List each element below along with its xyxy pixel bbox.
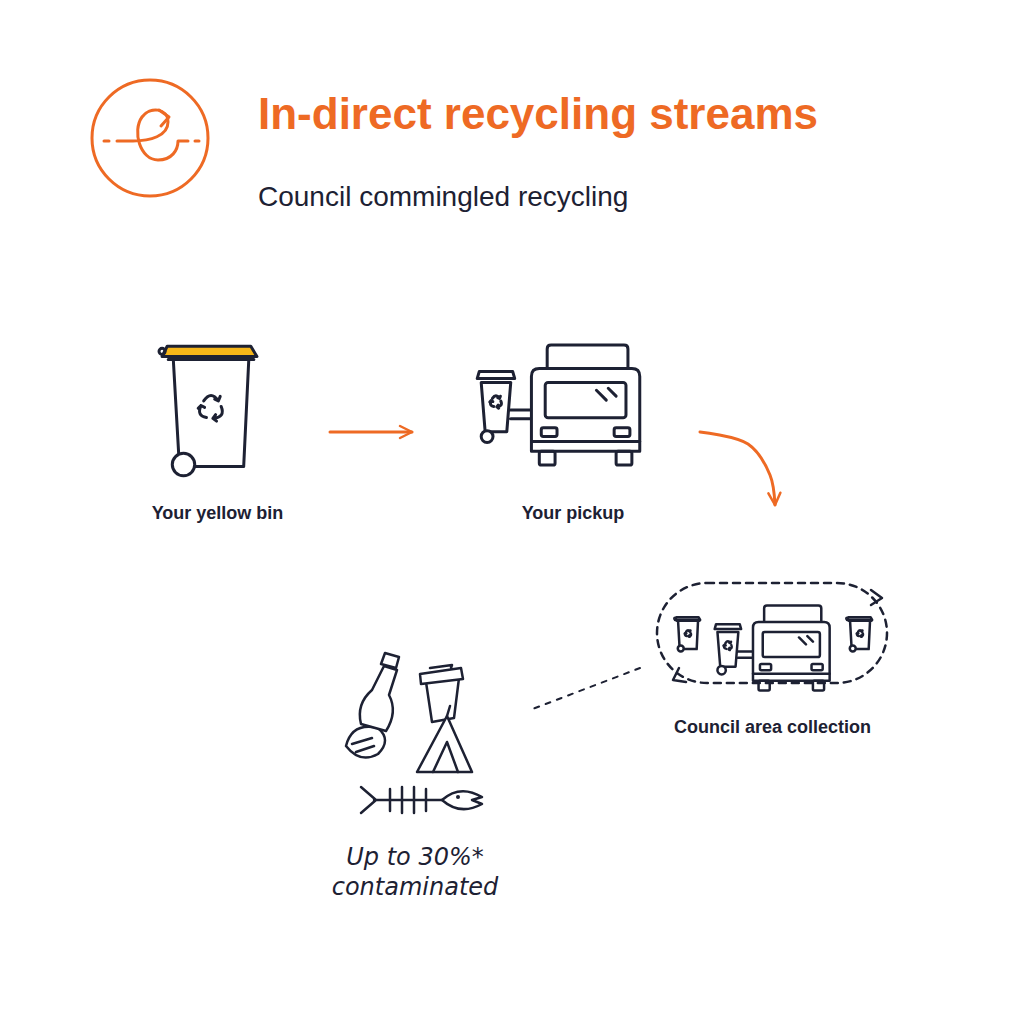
node-label: Your yellow bin <box>152 502 284 524</box>
node-label: Your pickup <box>522 502 625 524</box>
pickup-node: Your pickup <box>412 335 700 530</box>
bin-node: Your yellow bin <box>105 335 330 530</box>
node-label: Council area collection <box>674 716 871 738</box>
contamination-illustration <box>346 653 482 813</box>
small-bin-icon <box>674 617 700 651</box>
pickup-truck-icon <box>477 345 640 465</box>
flow-arrow <box>330 431 412 434</box>
node-label: Up to 30%* contaminated <box>320 842 510 902</box>
small-bin-icon <box>846 617 872 651</box>
recycle-logo <box>92 80 208 196</box>
title-text: In-direct recycling streams <box>258 88 818 140</box>
contamination-node: Up to 30%* contaminated <box>300 640 530 912</box>
flow-arrow <box>700 432 775 505</box>
collection-node: Council area collection <box>640 505 905 750</box>
subtitle-text: Council commingled recycling <box>258 180 628 214</box>
dashed-connector <box>530 668 640 710</box>
yellow-bin-icon <box>159 346 257 476</box>
collection-truck-icon <box>715 605 830 690</box>
